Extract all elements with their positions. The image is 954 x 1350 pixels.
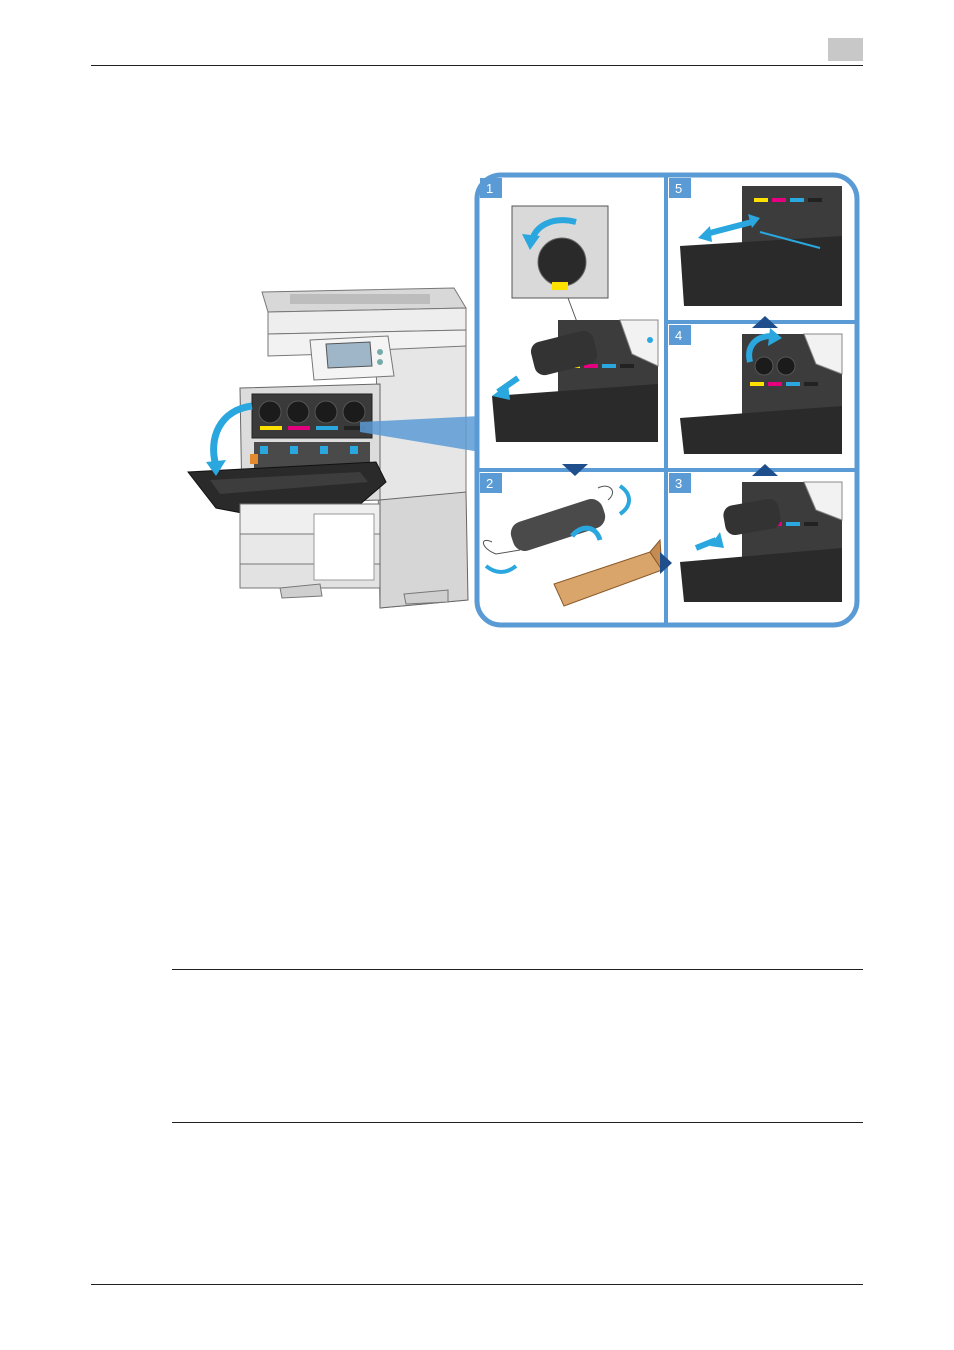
step-label-4: 4 bbox=[669, 325, 691, 345]
section-rule-top bbox=[172, 969, 863, 970]
step-label-3: 3 bbox=[669, 473, 691, 493]
copier-machine bbox=[188, 288, 468, 608]
svg-text:5: 5 bbox=[675, 181, 682, 196]
svg-text:4: 4 bbox=[675, 328, 682, 343]
svg-text:3: 3 bbox=[675, 476, 682, 491]
step-label-5: 5 bbox=[669, 178, 691, 198]
footer-rule bbox=[91, 1284, 863, 1285]
page-number-tab bbox=[828, 38, 863, 61]
step-label-2: 2 bbox=[480, 473, 502, 493]
step-panels: 1 2 3 4 5 bbox=[477, 175, 857, 625]
header-rule bbox=[91, 65, 863, 66]
svg-text:1: 1 bbox=[486, 181, 493, 196]
svg-text:2: 2 bbox=[486, 476, 493, 491]
step-label-1: 1 bbox=[480, 178, 502, 198]
toner-replacement-illustration: 1 2 3 4 5 bbox=[180, 170, 860, 630]
section-rule-bottom bbox=[172, 1122, 863, 1123]
